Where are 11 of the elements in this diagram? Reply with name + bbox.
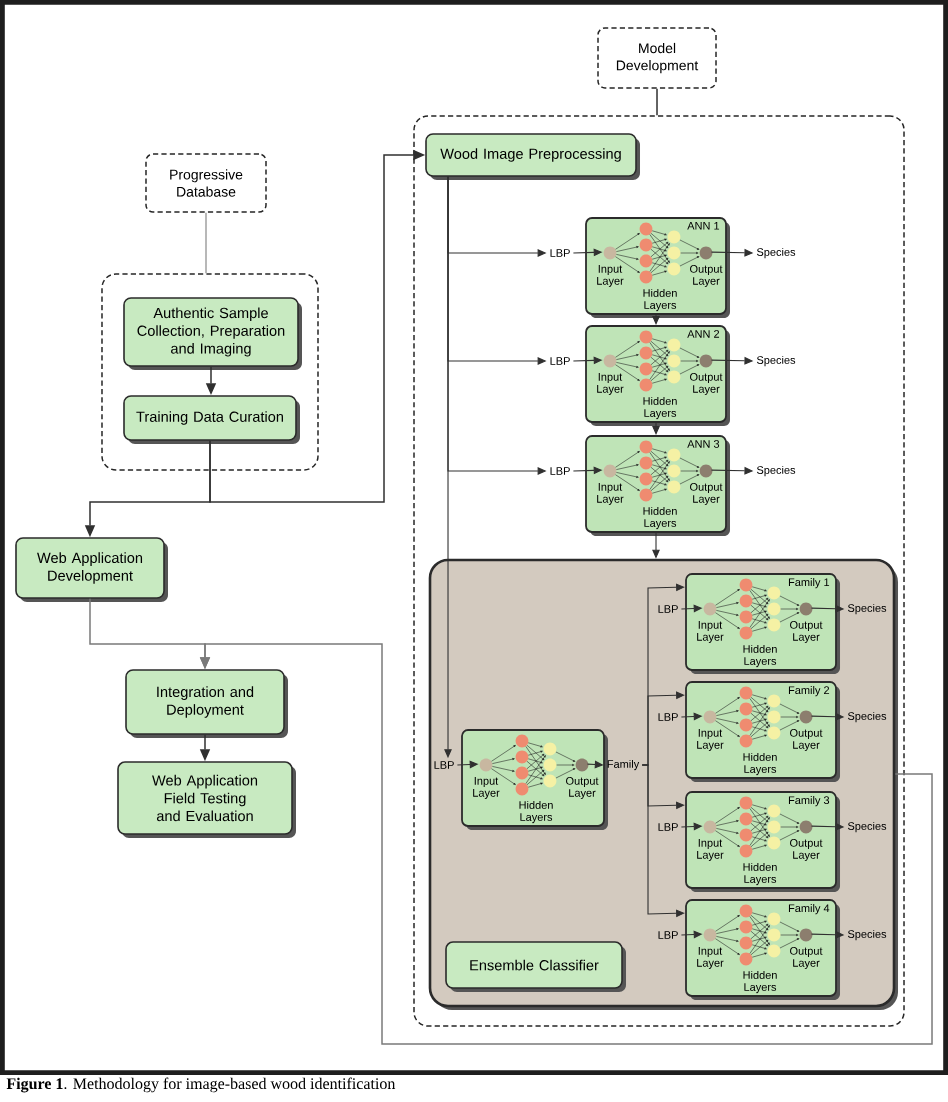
network-panel [685, 899, 840, 1000]
figure-caption: Figure 1. Methodology for image-based wood identification [6, 1077, 396, 1093]
network-panel [685, 681, 840, 782]
network-panel [685, 791, 840, 892]
network-panel [585, 435, 730, 536]
connector-line [205, 212, 207, 274]
network-panel [461, 729, 608, 830]
network-panel [585, 217, 730, 318]
connector-line [656, 88, 658, 116]
network-panel [685, 573, 840, 674]
network-panel [585, 325, 730, 426]
